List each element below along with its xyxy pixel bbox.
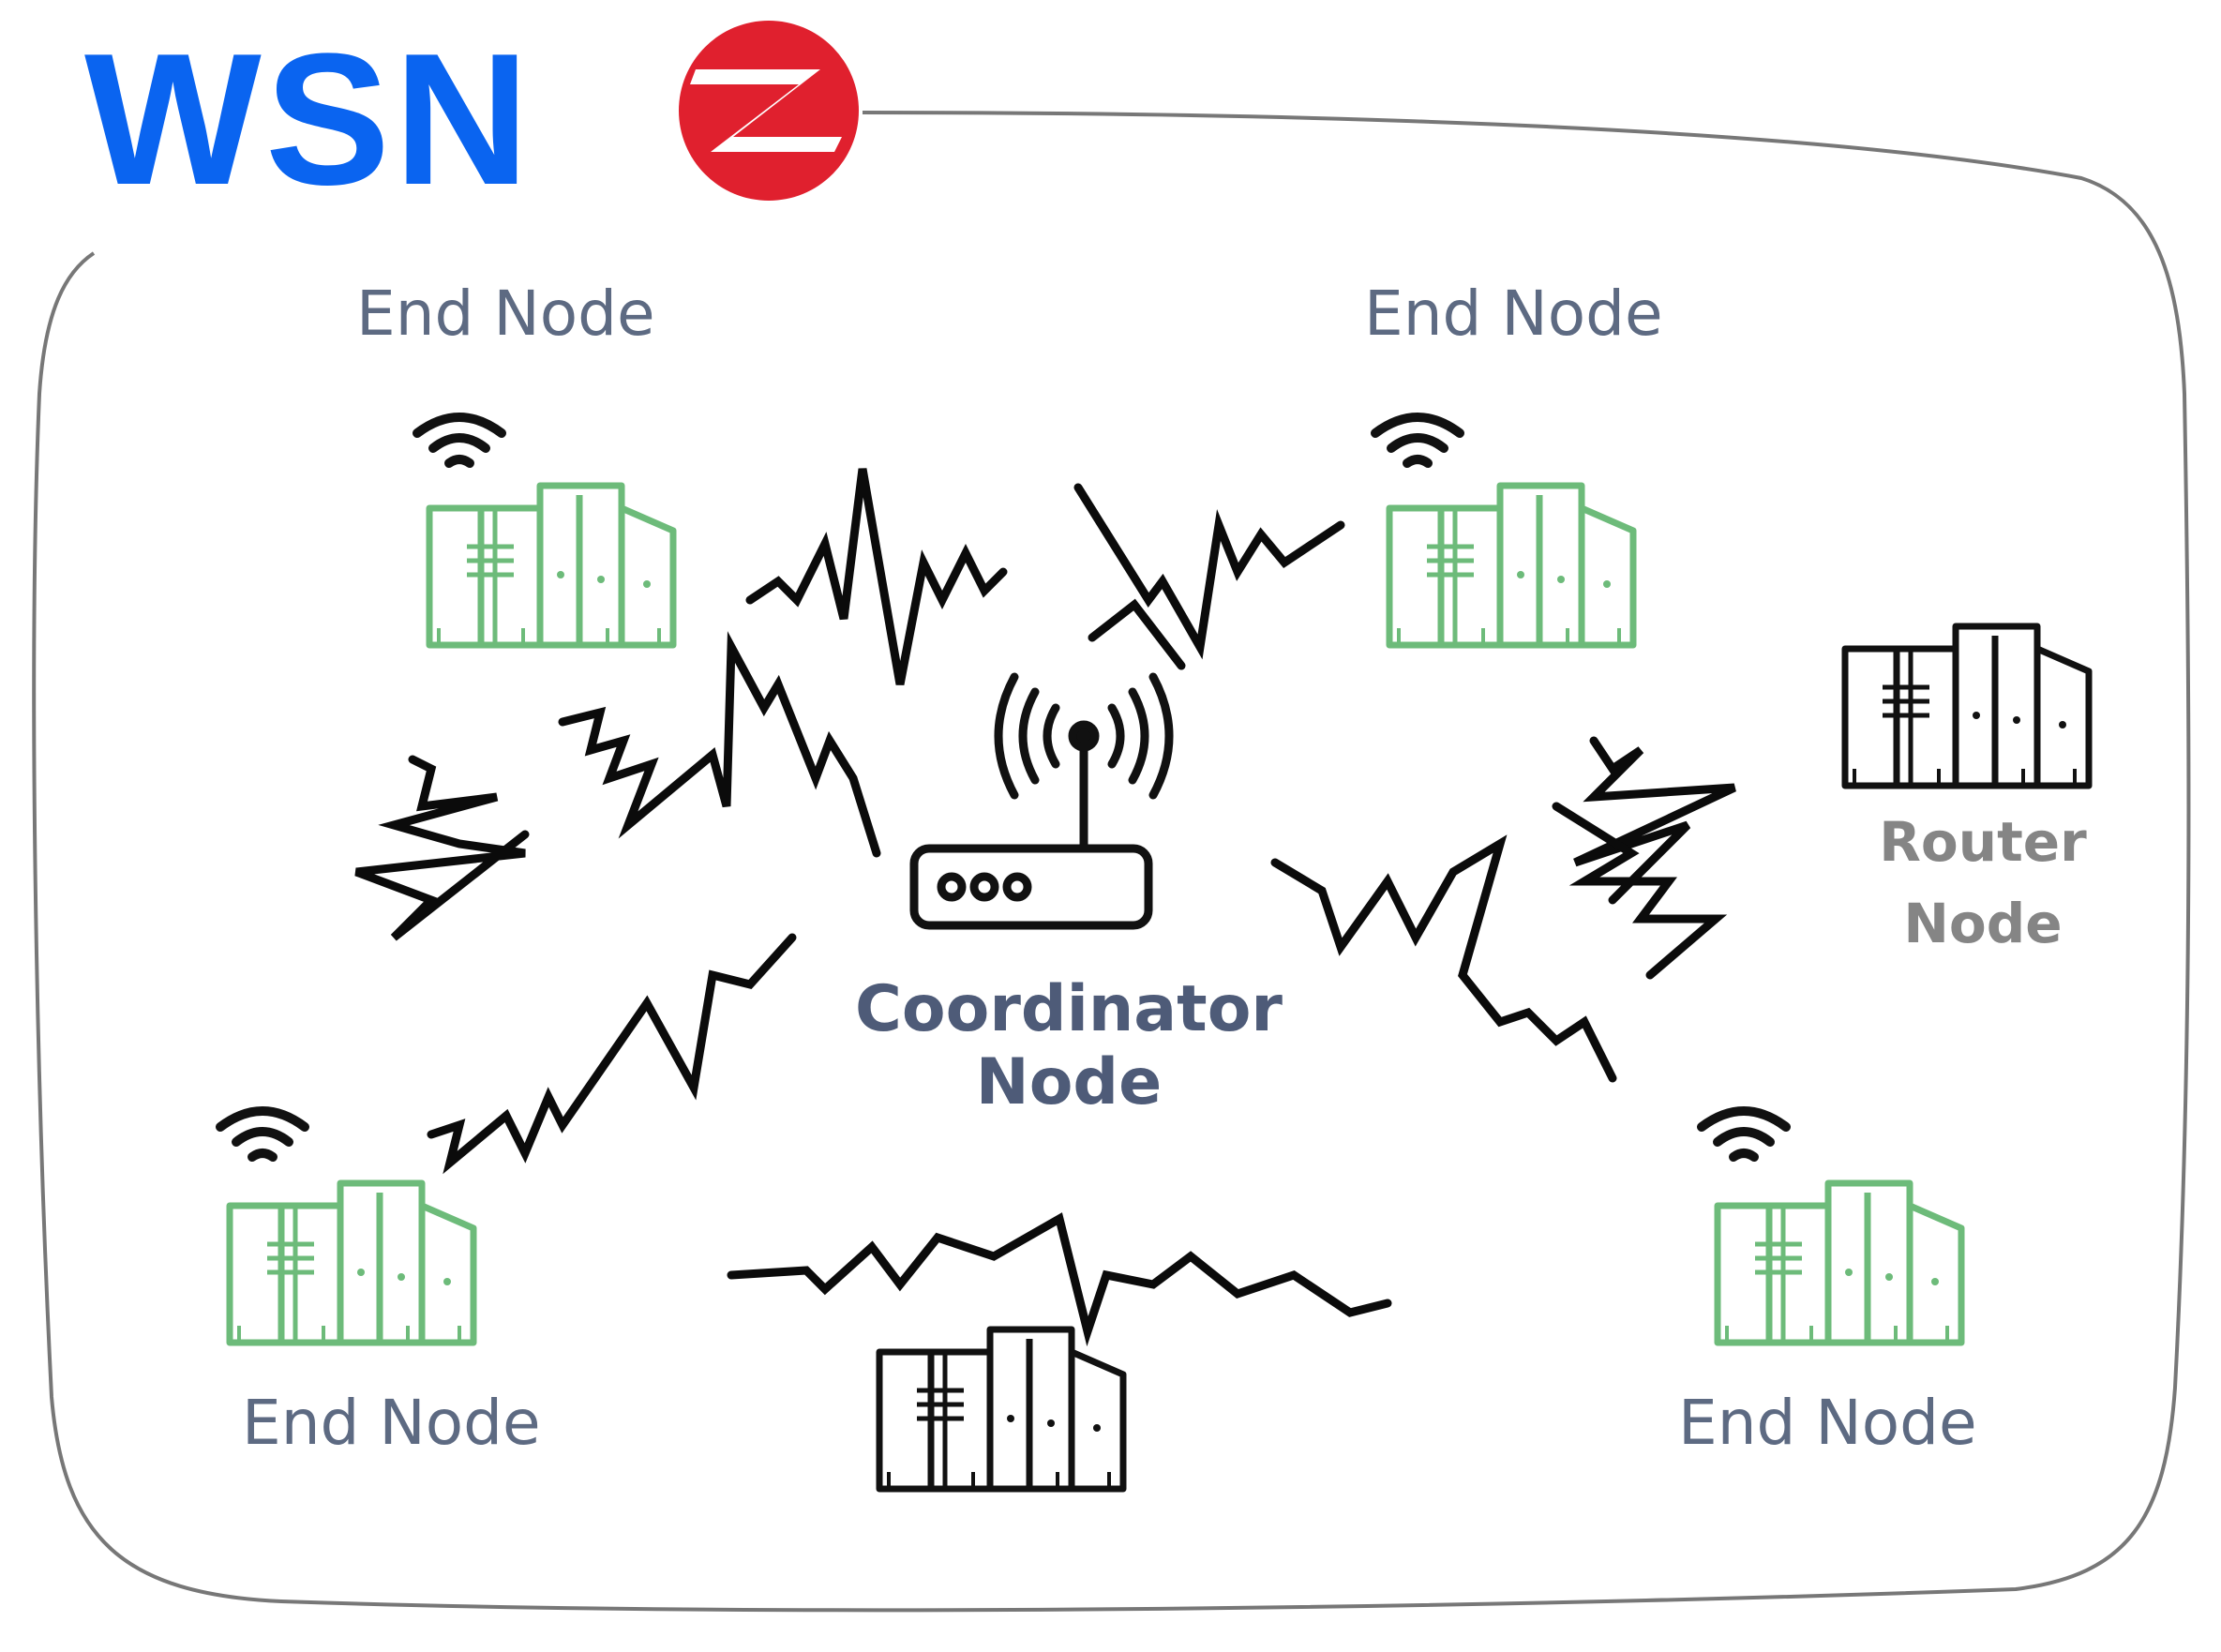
wifi-icon — [220, 1111, 305, 1157]
diagram-title: WSN — [84, 15, 533, 224]
coordinator-node-label-line1: Coordinator — [855, 972, 1283, 1046]
end-node-label-bottom-right: End Node — [1678, 1387, 1977, 1459]
end-node-label-top-left: End Node — [356, 278, 655, 350]
link-zigzag — [727, 1212, 1392, 1347]
wifi-icon — [1375, 417, 1460, 463]
end-device-top-left — [429, 486, 673, 645]
router-device-bottom — [879, 1329, 1123, 1489]
link-zigzag — [1270, 834, 1617, 1083]
end-device-bottom-left — [230, 1183, 473, 1343]
router-node-label-line1: Router — [1879, 810, 2087, 874]
link-zigzag — [1088, 598, 1186, 670]
link-zigzag — [558, 631, 881, 858]
wifi-icon — [1702, 1111, 1786, 1157]
link-zigzag — [1552, 802, 1728, 980]
link-zigzag — [745, 468, 1008, 685]
end-node-label-bottom-left: End Node — [242, 1387, 541, 1459]
router-node-label-line2: Node — [1903, 892, 2063, 955]
router-device-right — [1845, 626, 2089, 786]
network-boundary — [32, 111, 2191, 1613]
zigbee-logo-icon — [679, 21, 859, 201]
coordinator-node-label-line2: Node — [975, 1045, 1163, 1120]
wifi-icon — [417, 417, 502, 463]
end-device-top-right — [1389, 486, 1633, 645]
link-zigzag — [1073, 483, 1345, 660]
router-node-label: Router Node — [1866, 802, 2100, 965]
radio-links — [354, 468, 1736, 1347]
link-zigzag — [427, 933, 797, 1175]
end-node-label-top-right: End Node — [1364, 278, 1663, 350]
link-zigzag — [354, 755, 530, 941]
coordinator-node-label: Coordinator Node — [825, 972, 1313, 1120]
end-device-bottom-right — [1718, 1183, 1961, 1343]
link-zigzag — [1573, 736, 1736, 905]
coordinator-router-icon — [909, 672, 1174, 930]
